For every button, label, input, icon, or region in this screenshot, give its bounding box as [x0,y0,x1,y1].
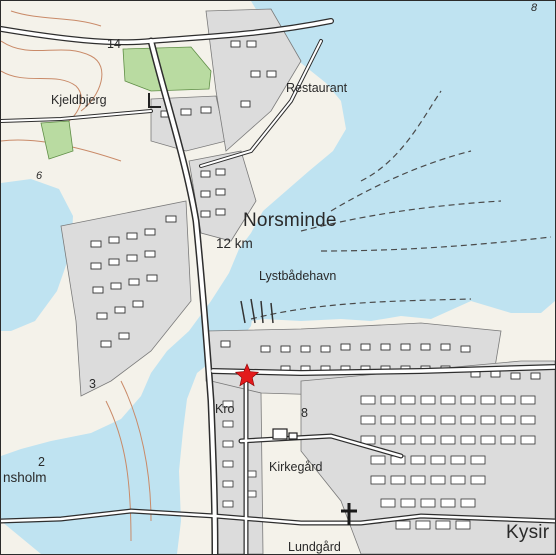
label-norsminde: Norsminde [243,210,337,231]
star-icon[interactable] [234,363,260,387]
label-kjeldbjerg: Kjeldbjerg [51,93,107,107]
tidal-lines [250,90,552,320]
label-kro: Kro [215,402,235,416]
label-lystbadehavn: Lystbådehavn [259,269,337,283]
church-symbol [341,503,357,525]
label-holm: nsholm [3,470,47,485]
label-spot-6: 6 [36,170,43,182]
lake-area [1,179,73,331]
roads-fill [1,19,555,554]
label-road-8: 8 [301,406,308,420]
kjeldbjerg-building [148,93,161,108]
harbour-piers [240,298,274,324]
grid-blocks-southeast [222,395,536,530]
label-lundgard: Lundgård [288,540,341,554]
fjord-channel [1,286,256,554]
kirkegard-building [272,428,298,440]
label-distance: 12 km [216,236,253,251]
label-road-3: 3 [89,377,96,391]
label-kirkegard: Kirkegård [269,460,323,474]
label-kysing: Kysir [506,522,550,543]
label-restaurant: Restaurant [286,81,348,95]
sea-area [211,1,555,323]
label-road-14: 14 [107,37,121,51]
label-spot-8-top: 8 [531,2,538,14]
label-spot-2: 2 [38,455,45,469]
